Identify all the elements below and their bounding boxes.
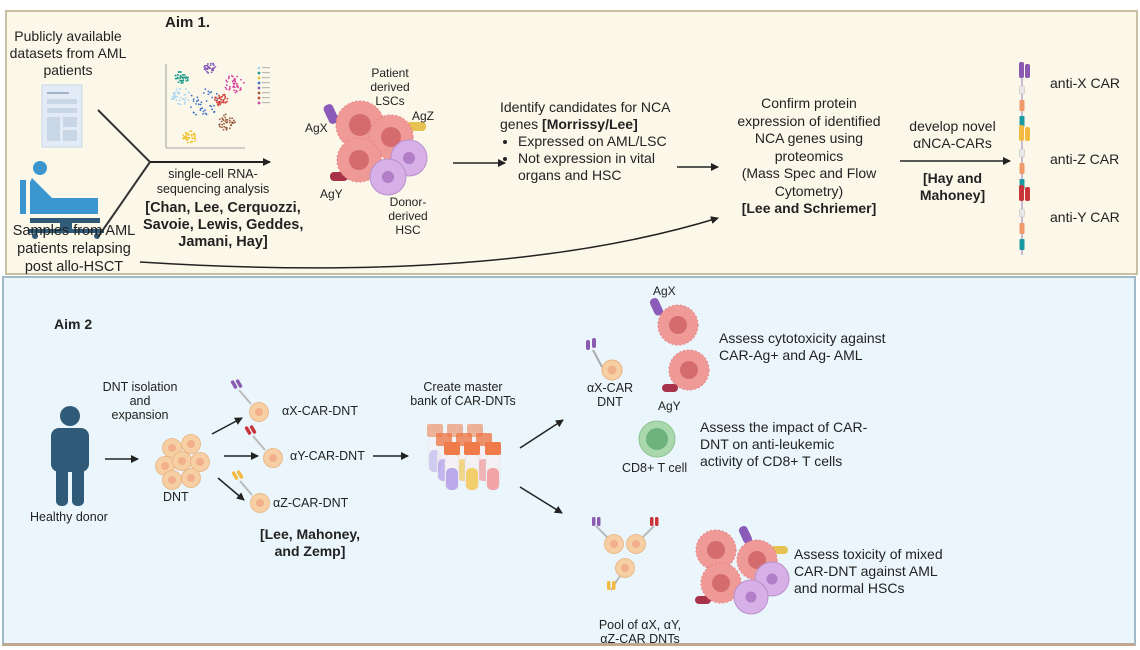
aim1-title: Aim 1.: [165, 14, 211, 31]
develop-cars-label: develop novel αNCA-CARs: [909, 118, 996, 151]
public-datasets-label: Publicly available datasets from AML pat…: [9, 28, 127, 78]
agy-label-aim2: AgY: [658, 399, 681, 413]
anti-y-car-label: anti-Y CAR: [1050, 209, 1120, 225]
identify-authors: [Morrissy/Lee]: [542, 116, 638, 132]
develop-authors: [Hay and Mahoney]: [919, 170, 986, 203]
pool-label: Pool of αX, αY, αZ-CAR DNTs: [598, 618, 682, 646]
cd8-impact-label: Assess the impact of CAR- DNT on anti-le…: [700, 419, 868, 469]
aim2-authors: [Lee, Mahoney, and Zemp]: [259, 526, 361, 559]
confirm-protein-block: Confirm protein expression of identified…: [724, 95, 894, 218]
healthy-donor-label: Healthy donor: [30, 510, 108, 524]
agy-label: AgY: [320, 187, 343, 201]
confirm-authors: [Lee and Schriemer]: [741, 200, 877, 216]
dnt-label: DNT: [163, 490, 189, 504]
agx-label: AgX: [305, 121, 328, 135]
anti-z-car-label: anti-Z CAR: [1050, 151, 1120, 167]
samples-label: Samples from AML patients relapsing post…: [12, 223, 136, 275]
lsc-label: Patient derived LSCs: [370, 66, 410, 108]
cd8-t-cell-label: CD8+ T cell: [622, 461, 688, 475]
az-car-dnt-label: αZ-CAR-DNT: [273, 496, 349, 510]
aim2-title: Aim 2: [54, 316, 93, 332]
aim2-panel: [2, 276, 1136, 646]
identify-candidates-block: Identify candidates for NCA genes [Morri…: [500, 99, 678, 184]
hsc-label: Donor- derived HSC: [388, 195, 428, 237]
identify-criteria-list: Expressed on AML/LSC Not expression in v…: [500, 133, 678, 184]
scrna-label: single-cell RNA- sequencing analysis: [156, 167, 270, 196]
agz-label: AgZ: [412, 109, 435, 123]
ax-car-dnt-test-label: αX-CAR DNT: [586, 381, 634, 409]
anti-x-car-label: anti-X CAR: [1050, 75, 1121, 91]
agx-label-aim2: AgX: [653, 284, 676, 298]
cytotoxicity-label: Assess cytotoxicity against CAR-Ag+ and …: [719, 330, 886, 363]
scrna-authors: [Chan, Lee, Cerquozzi, Savoie, Lewis, Ge…: [143, 200, 304, 250]
mixed-toxicity-label: Assess toxicity of mixed CAR-DNT against…: [794, 546, 943, 596]
ax-car-dnt-label: αX-CAR-DNT: [282, 404, 358, 418]
dnt-isolation-label: DNT isolation and expansion: [102, 380, 178, 422]
ay-car-dnt-label: αY-CAR-DNT: [290, 449, 365, 463]
master-bank-label: Create master bank of CAR-DNTs: [410, 380, 516, 408]
